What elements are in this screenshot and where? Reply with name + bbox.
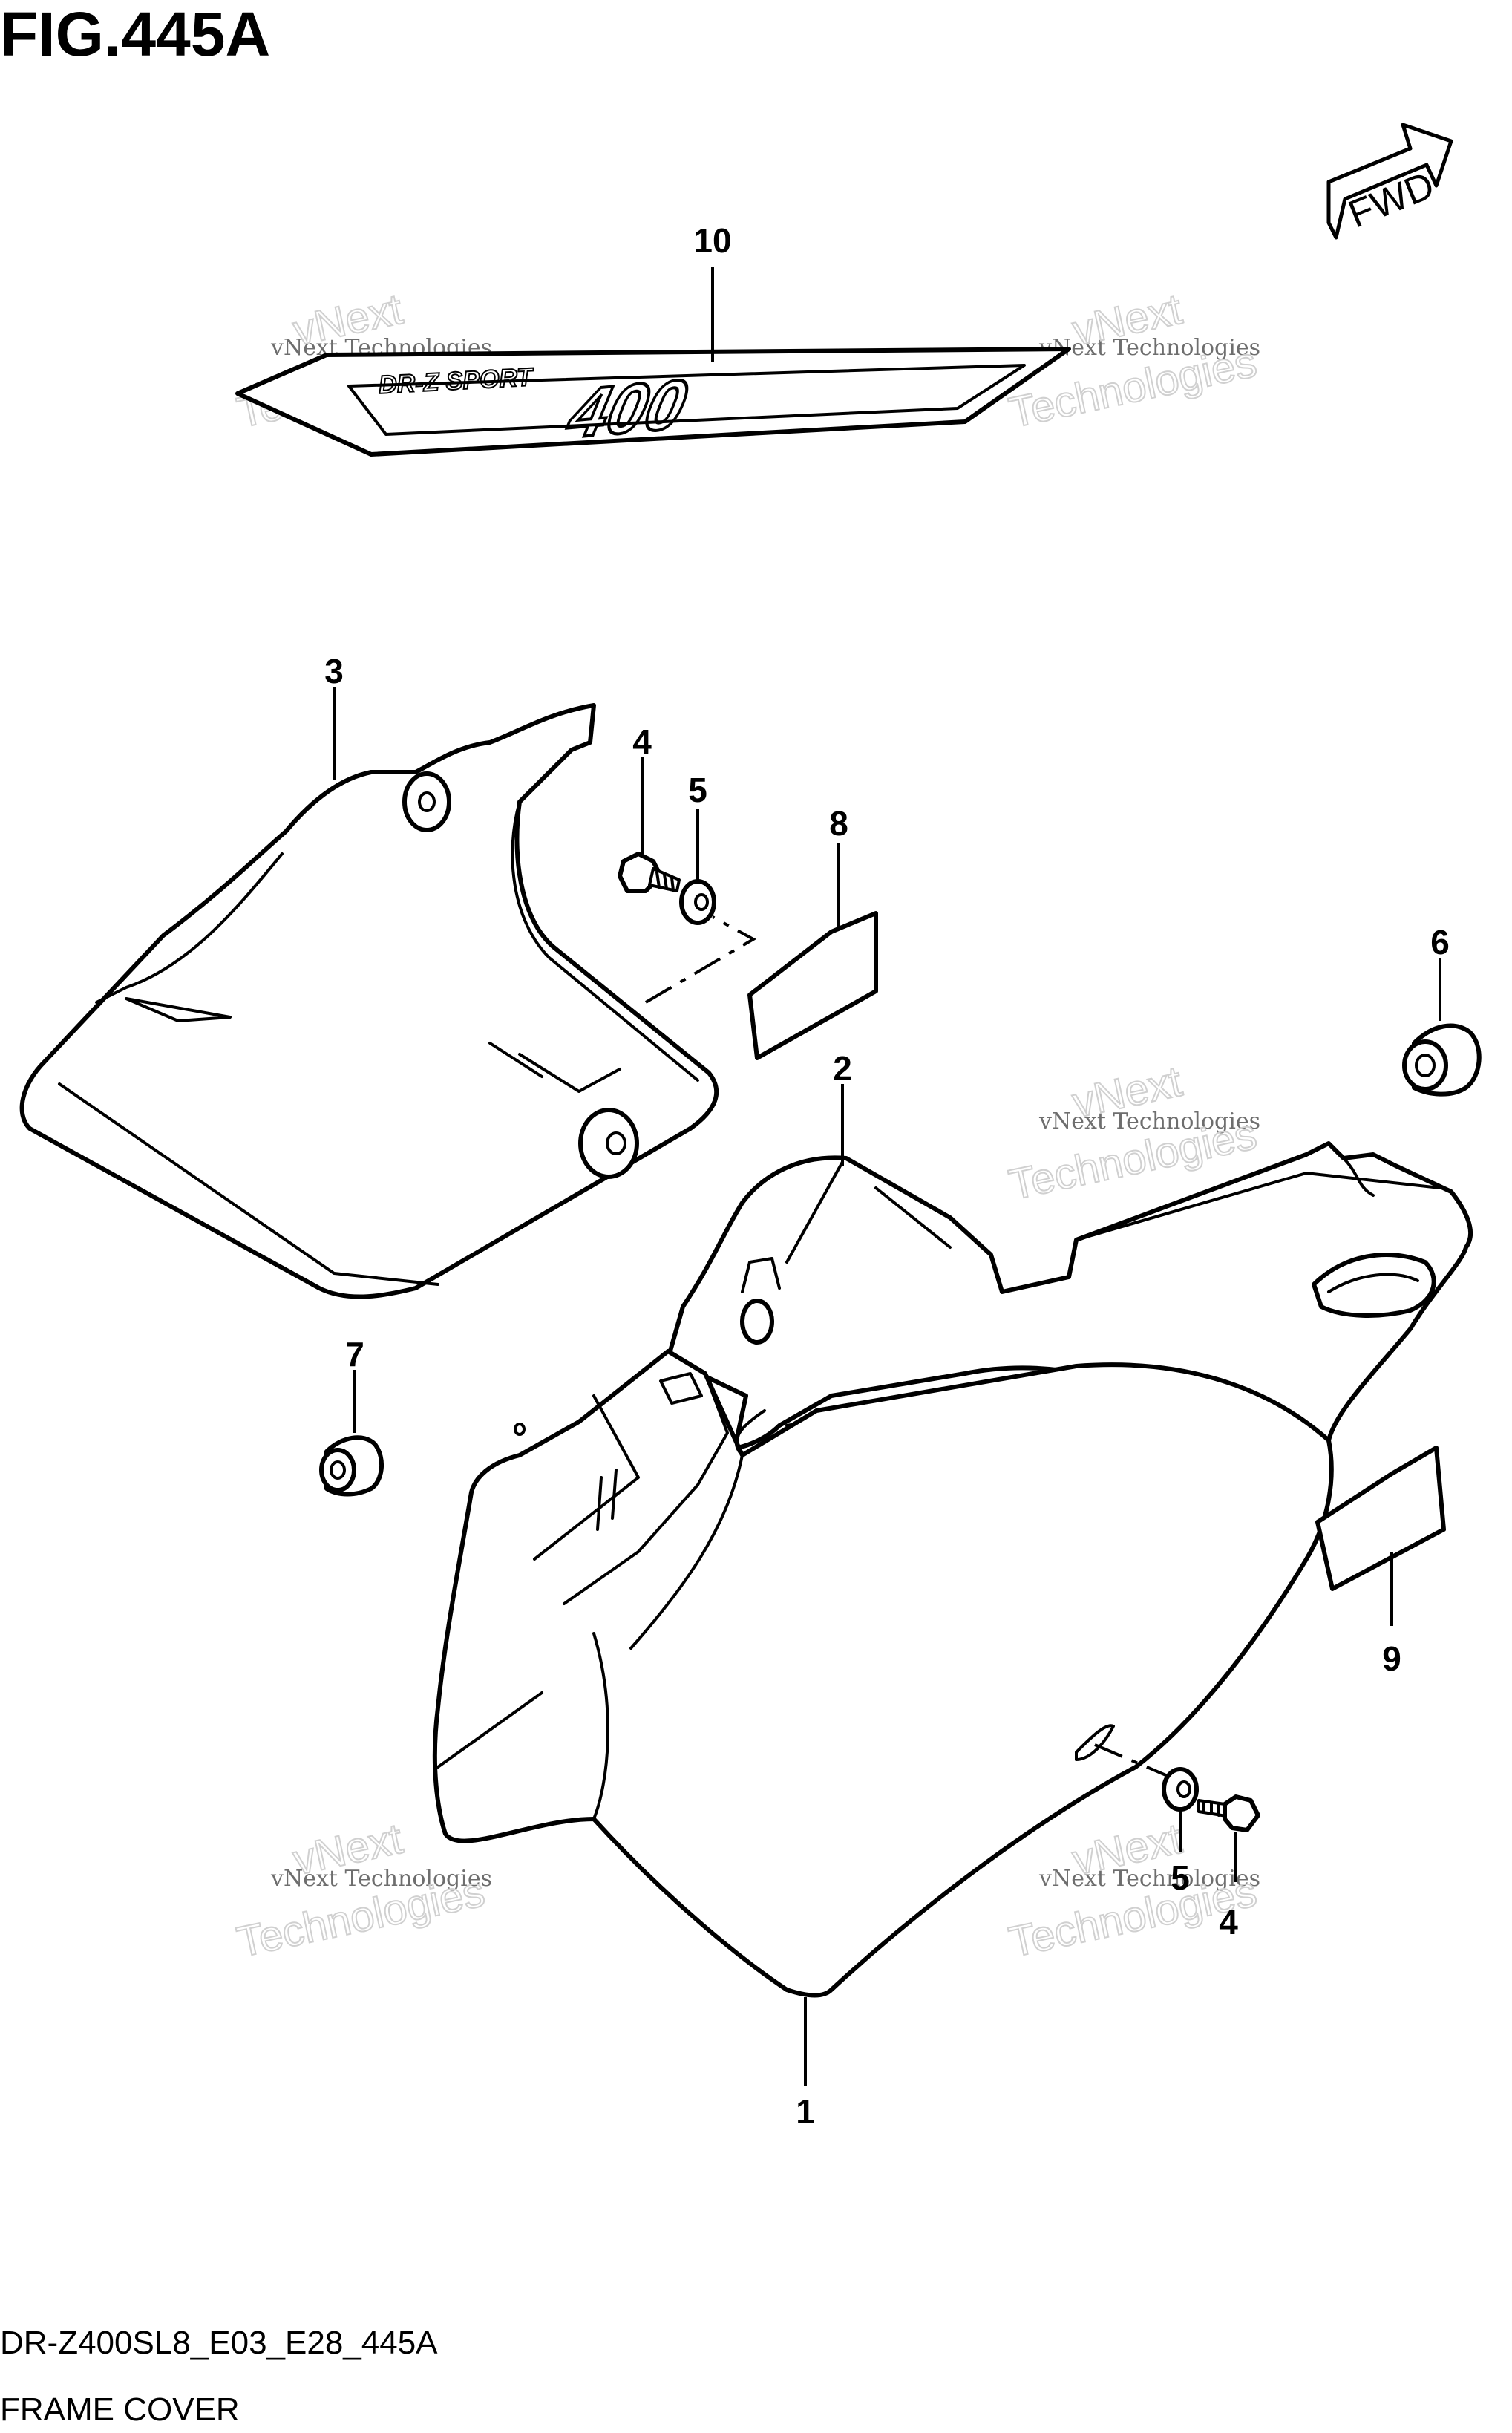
- svg-text:vNext Technologies: vNext Technologies: [1038, 1866, 1260, 1892]
- figure-code: DR-Z400SL8_E03_E28_445A: [0, 2325, 438, 2361]
- part-1-frame-cover-right: [432, 1349, 1334, 1998]
- part-4-bolt-lower: [1197, 1794, 1260, 1832]
- figure-name: FRAME COVER: [0, 2391, 240, 2428]
- svg-text:vNext Technologies: vNext Technologies: [1038, 1108, 1260, 1134]
- part-7-grommet: [319, 1435, 384, 1497]
- part-9-pad: [1315, 1446, 1446, 1591]
- callout-4b: 4: [1219, 1903, 1238, 1941]
- svg-text:vNext Technologies: vNext Technologies: [270, 1866, 492, 1892]
- watermark-bottom-right: vNext Technologies vNext Technologies: [1004, 1814, 1262, 1967]
- part-8-pad: [747, 911, 878, 1060]
- assembly-line-upper: [644, 915, 757, 1004]
- assembly-line-lower: [1094, 1743, 1174, 1780]
- part-5-washer-lower: [1162, 1767, 1199, 1812]
- callout-10: 10: [693, 221, 731, 260]
- svg-text:vNext Technologies: vNext Technologies: [1038, 335, 1260, 361]
- callout-4a: 4: [632, 722, 652, 761]
- callout-8: 8: [829, 804, 848, 843]
- callout-5a: 5: [688, 771, 707, 809]
- part-6-grommet: [1402, 1023, 1482, 1097]
- callout-2: 2: [833, 1049, 852, 1088]
- callout-1: 1: [796, 2092, 815, 2131]
- callout-9: 9: [1382, 1639, 1401, 1678]
- part-10-decal: DR-Z SPORT 400: [235, 347, 1071, 457]
- part-5-washer-upper: [679, 879, 716, 925]
- part-3-frame-cover-left: [19, 703, 719, 1299]
- callout-7: 7: [345, 1335, 364, 1374]
- callout-6: 6: [1430, 923, 1450, 961]
- decal-model-text: 400: [560, 365, 693, 453]
- forward-arrow-icon: FWD: [1326, 123, 1453, 240]
- part-4-bolt-upper: [618, 852, 681, 893]
- callout-3: 3: [324, 652, 344, 690]
- figure-title: FIG.445A: [0, 0, 270, 69]
- callout-5b: 5: [1171, 1858, 1190, 1897]
